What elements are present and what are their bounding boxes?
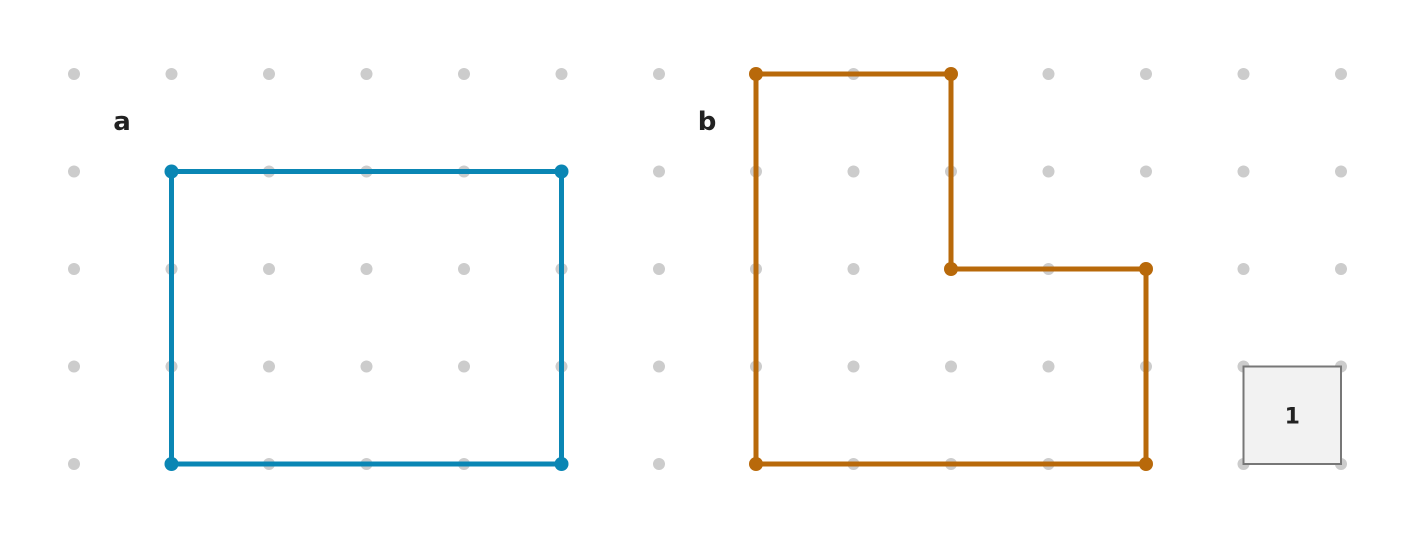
shape-vertex [944, 67, 958, 81]
shape-vertex [164, 164, 179, 179]
shape-vertex [1139, 262, 1153, 276]
grid-dot [68, 263, 80, 275]
grid-dot [653, 165, 665, 178]
panel-label-b: b [698, 107, 717, 137]
grid-dot [653, 360, 665, 373]
shape-vertex [944, 262, 958, 276]
rectangle-shape [169, 169, 564, 467]
grid-dot [360, 360, 373, 373]
unit-square [1242, 365, 1342, 465]
grid-dot [458, 360, 470, 373]
grid-dot [945, 360, 957, 373]
shape-vertex [1139, 457, 1153, 471]
grid-dot [653, 458, 665, 470]
grid-dot [458, 263, 470, 275]
panel-b: 1 b [698, 67, 1347, 471]
grid-dot [847, 165, 860, 178]
grid-dot [555, 68, 568, 80]
shape-vertex [554, 457, 569, 471]
grid-dot [1335, 263, 1347, 275]
grid-dot [1042, 165, 1055, 178]
grid-dot [263, 68, 275, 80]
grid-dot [68, 68, 80, 80]
panel-a: a [68, 68, 665, 471]
grid-dot [653, 68, 665, 80]
grid-dot [1237, 263, 1250, 275]
grid-dot [847, 360, 860, 373]
shape-vertices-a [164, 164, 569, 471]
grid-dot [1237, 68, 1250, 80]
grid-dot [165, 68, 178, 80]
grid-dot [1335, 68, 1347, 80]
shape-vertex [749, 457, 763, 471]
grid-dot [1140, 68, 1152, 80]
grid-dot [458, 68, 470, 80]
panel-label-a: a [113, 107, 131, 137]
grid-dot [653, 263, 665, 275]
shape-vertex [749, 67, 763, 81]
unit-square-label: 1 [1285, 404, 1300, 429]
grid-dot [1042, 68, 1055, 80]
shape-vertex [164, 457, 179, 471]
grid-dot [1140, 165, 1152, 178]
grid-dot [360, 263, 373, 275]
shape-vertices-b [749, 67, 1153, 471]
grid-dot [263, 263, 275, 275]
grid-dot [1042, 360, 1055, 373]
grid-dot [263, 360, 275, 373]
grid-dot [360, 68, 373, 80]
grid-dot [68, 458, 80, 470]
grid-dot [1237, 165, 1250, 178]
shape-vertex [554, 164, 569, 179]
grid-dot [68, 165, 80, 178]
grid-dots-a [68, 68, 665, 470]
grid-dot [68, 360, 80, 373]
grid-dot [1335, 165, 1347, 178]
grid-dot [847, 263, 860, 275]
